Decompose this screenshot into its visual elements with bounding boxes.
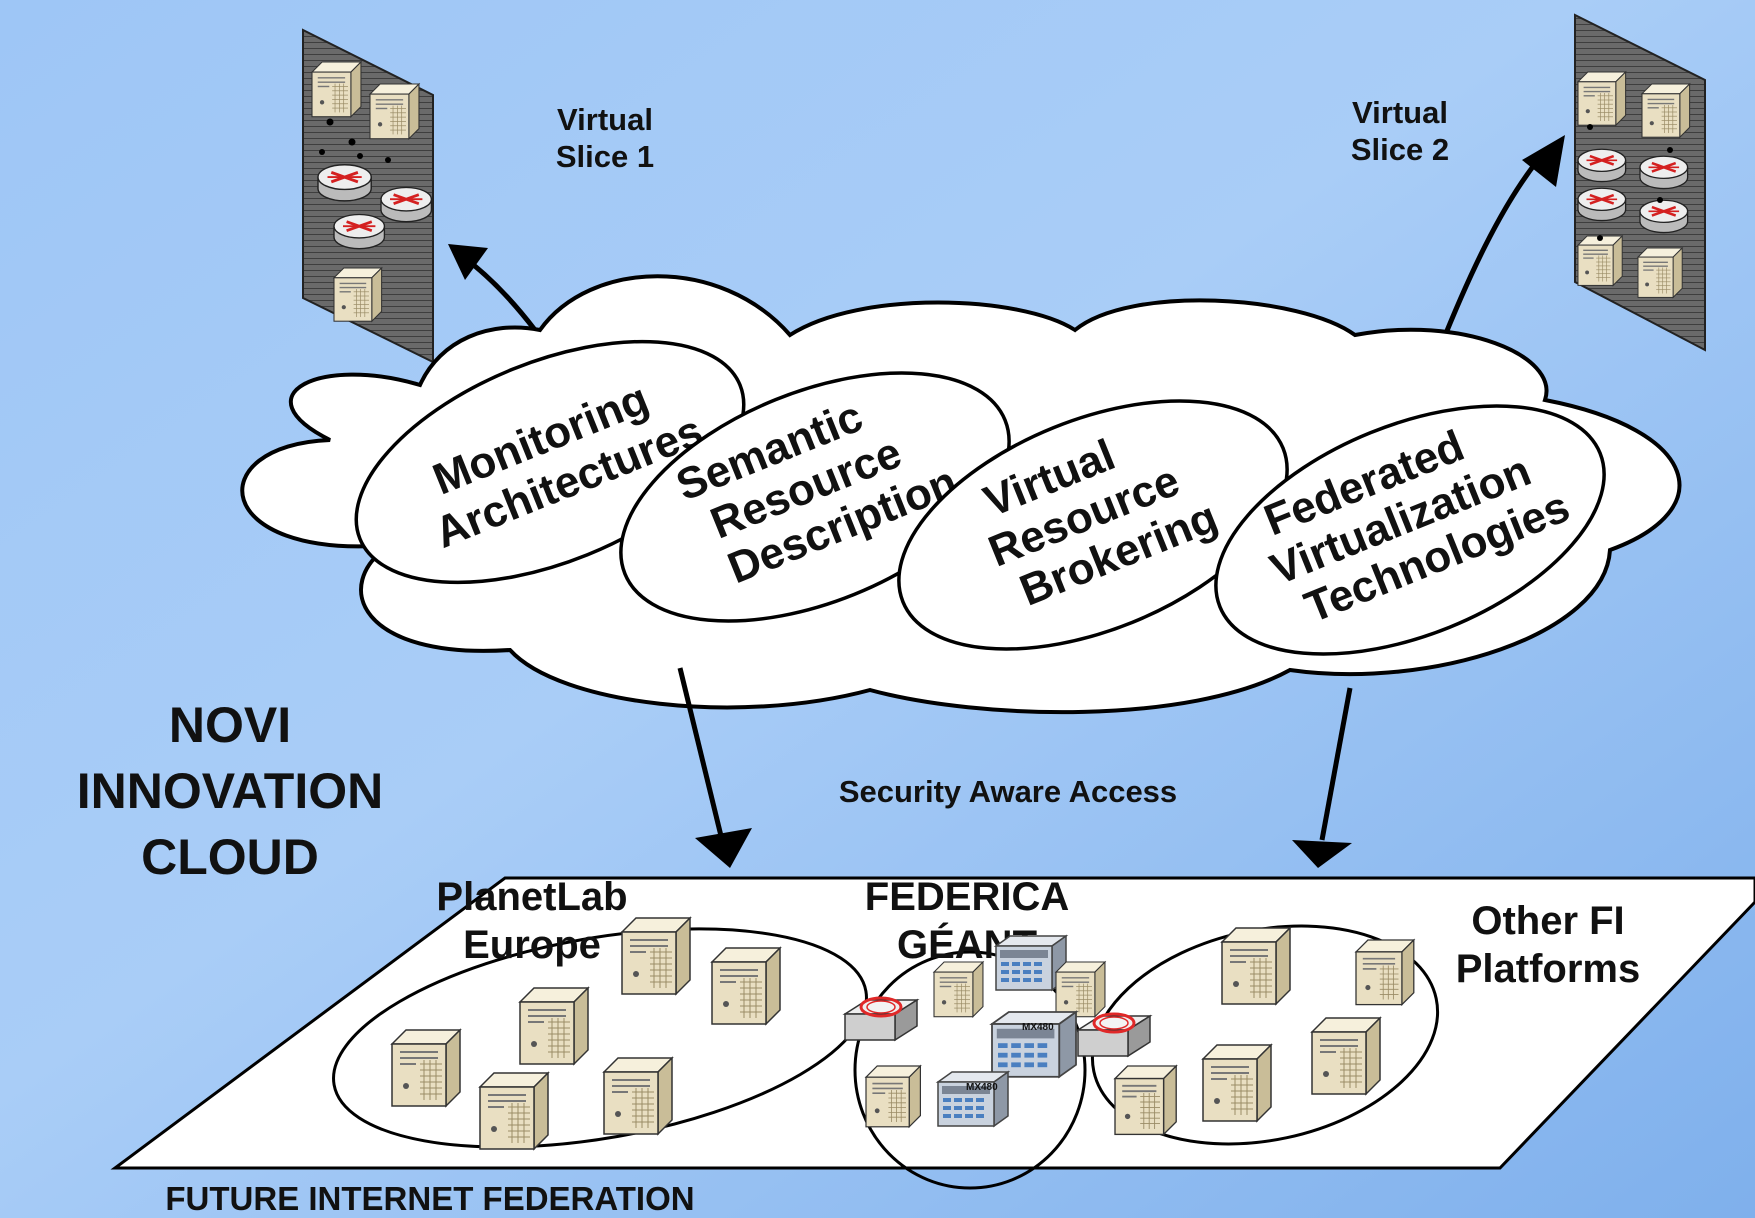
other-fi-line1: Other FI: [1471, 899, 1624, 943]
server-icon: [333, 267, 383, 322]
switch-icon: [937, 1071, 1009, 1127]
virtual-slice-2-line2: Slice 2: [1351, 132, 1449, 167]
arrow-to-slice-2: [1437, 158, 1540, 349]
title-line1: NOVI: [169, 697, 291, 753]
title-line3: CLOUD: [141, 829, 319, 885]
server-icon: [1055, 961, 1106, 1018]
planetlab-line1: PlanetLab: [436, 875, 627, 919]
router-icon: [332, 213, 386, 251]
virtual-slice-2-line1: Virtual: [1352, 95, 1448, 130]
arrow-to-federation-left-head: [695, 828, 752, 868]
ellipse-federated: Federated Virtualization Technologies: [1214, 404, 1606, 656]
server-icon: [1202, 1044, 1272, 1122]
server-icon: [711, 947, 781, 1025]
server-icon: [519, 987, 589, 1065]
server-icon: [1641, 83, 1691, 138]
server-icon: [1577, 71, 1627, 126]
router-icon: [1638, 154, 1689, 190]
server-icon: [1355, 939, 1415, 1006]
federica-testbed: [853, 950, 1087, 1190]
title-line2: INNOVATION: [77, 763, 383, 819]
router-icon: [316, 163, 373, 203]
planetlab-testbed: [332, 927, 868, 1149]
server-icon: [865, 1065, 922, 1128]
arrow-to-slice-1-head: [448, 244, 488, 280]
planetlab-line2: Europe: [463, 923, 601, 967]
server-icon: [1637, 247, 1683, 299]
server-icon: [933, 961, 984, 1018]
server-icon: [311, 61, 362, 118]
switch-label-2: MX480: [966, 1082, 998, 1093]
router-icon: [1638, 198, 1689, 234]
virtual-slice-2-panel: [1574, 13, 1706, 352]
server-icon: [1114, 1065, 1178, 1136]
server-icon: [1577, 235, 1623, 287]
other-fi-line2: Platforms: [1456, 947, 1641, 991]
router-icon: [1576, 186, 1627, 222]
server-icon: [1221, 927, 1291, 1005]
federica-line1: FEDERICA: [865, 875, 1069, 919]
arrow-to-federation-left: [677, 667, 725, 841]
server-icon: [369, 83, 420, 140]
server-icon: [479, 1072, 549, 1150]
arrow-to-slice-2-head: [1522, 135, 1565, 187]
server-icon: [391, 1029, 461, 1107]
footer-label: FUTURE INTERNET FEDERATION: [165, 1180, 694, 1217]
switch-label: MX480: [1022, 1022, 1054, 1033]
virtual-slice-1-line2: Slice 1: [556, 139, 654, 174]
arrow-to-federation-right: [1319, 687, 1353, 841]
server-icon: [621, 917, 691, 995]
server-icon: [1311, 1017, 1381, 1095]
virtual-slice-1-line1: Virtual: [557, 102, 653, 137]
router-icon: [379, 186, 433, 224]
arrow-to-federation-right-head: [1292, 840, 1352, 868]
security-aware-access-label: Security Aware Access: [839, 774, 1177, 809]
ellipse-brokering: Virtual Resource Brokering: [897, 399, 1289, 651]
server-icon: [603, 1057, 673, 1135]
router-icon: [1576, 147, 1627, 183]
